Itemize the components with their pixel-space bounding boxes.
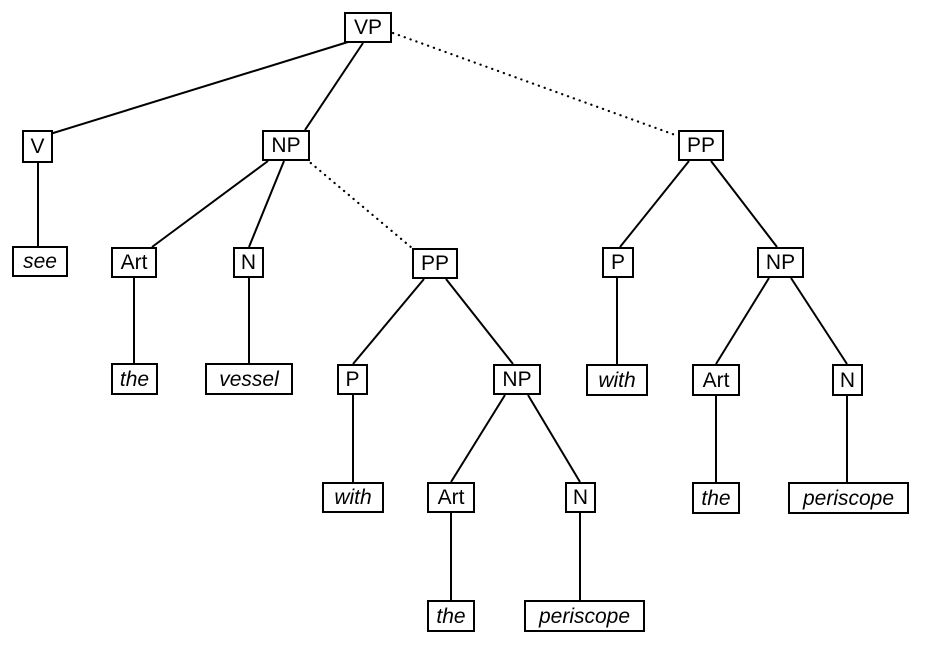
tree-node-p_right[interactable]: P bbox=[602, 247, 634, 278]
tree-node-vp[interactable]: VP bbox=[344, 12, 392, 43]
tree-node-with_r[interactable]: with bbox=[586, 364, 648, 396]
tree-edge-pp-mid-np-mid bbox=[445, 278, 514, 365]
tree-edge-pp-mid-p-mid bbox=[352, 278, 425, 365]
tree-node-np_mid[interactable]: NP bbox=[493, 364, 541, 395]
tree-node-pp_right[interactable]: PP bbox=[678, 130, 724, 161]
tree-edge-pp-right-np-right bbox=[710, 160, 778, 248]
tree-edge-np1-pp-mid bbox=[304, 157, 414, 250]
tree-node-peri_m[interactable]: periscope bbox=[524, 600, 645, 632]
tree-node-np_right[interactable]: NP bbox=[757, 247, 804, 278]
tree-node-n_mid[interactable]: N bbox=[565, 482, 596, 513]
tree-node-see[interactable]: see bbox=[12, 246, 68, 277]
tree-node-n1[interactable]: N bbox=[233, 247, 264, 278]
tree-node-the_m[interactable]: the bbox=[427, 600, 475, 632]
tree-node-the_r[interactable]: the bbox=[692, 482, 740, 514]
tree-node-art1[interactable]: Art bbox=[111, 247, 157, 278]
tree-edge-vp-v bbox=[49, 41, 349, 135]
tree-node-the1[interactable]: the bbox=[111, 363, 158, 395]
tree-node-vessel[interactable]: vessel bbox=[205, 363, 293, 395]
tree-edge-vp-pp-right bbox=[391, 31, 680, 138]
tree-node-v[interactable]: V bbox=[22, 130, 53, 163]
tree-edge-vp-np1 bbox=[304, 42, 364, 131]
tree-node-p_mid[interactable]: P bbox=[337, 364, 368, 395]
tree-node-n_right[interactable]: N bbox=[832, 364, 863, 396]
tree-edge-np-right-art-right bbox=[715, 277, 770, 365]
tree-node-pp_mid[interactable]: PP bbox=[412, 248, 458, 279]
tree-edge-np-mid-n-mid bbox=[527, 394, 581, 483]
tree-node-peri_r[interactable]: periscope bbox=[788, 482, 909, 514]
tree-edge-np1-art1 bbox=[151, 160, 269, 248]
tree-edge-np-mid-art-mid bbox=[450, 394, 506, 483]
tree-node-art_right[interactable]: Art bbox=[692, 364, 740, 396]
tree-edge-np-right-n-right bbox=[790, 277, 848, 365]
tree-node-np1[interactable]: NP bbox=[262, 130, 310, 161]
tree-edge-np1-n1 bbox=[248, 160, 285, 248]
tree-node-art_mid[interactable]: Art bbox=[427, 482, 475, 513]
tree-node-with_m[interactable]: with bbox=[322, 482, 384, 513]
tree-edge-pp-right-p-right bbox=[619, 160, 690, 248]
